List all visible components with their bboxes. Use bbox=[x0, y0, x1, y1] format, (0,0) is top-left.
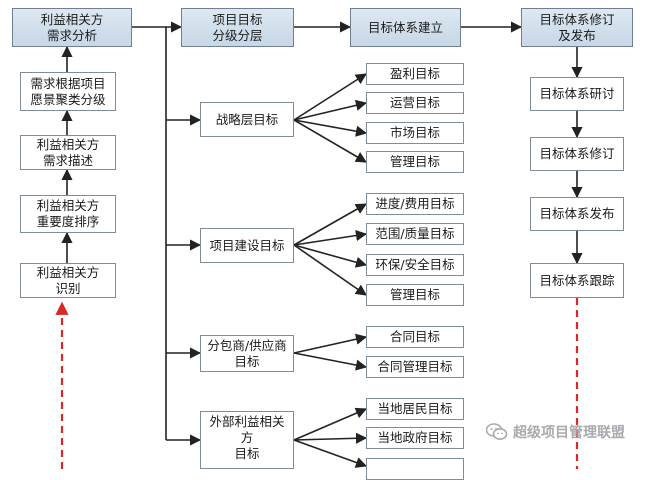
fan-construction-4 bbox=[293, 244, 367, 296]
external-stakeholder-goal-label: 外部利益相关 方 目标 bbox=[209, 414, 285, 461]
fan-external-1 bbox=[293, 407, 368, 441]
goal-item-label: 管理目标 bbox=[389, 287, 440, 302]
subcontractor-goal-box: 分包商/供应商 目标 bbox=[200, 335, 294, 372]
system-release-header: 目标体系修订 及发布 bbox=[521, 8, 633, 47]
goal-item-label: 当地政府目标 bbox=[377, 430, 453, 445]
goal-item: 环保/安全目标 bbox=[366, 254, 464, 276]
goal-item: 管理目标 bbox=[366, 284, 464, 306]
fan-subcontractor-1 bbox=[293, 333, 368, 354]
system-discussion-label: 目标体系研讨 bbox=[539, 86, 615, 101]
goal-item: 当地居民目标 bbox=[366, 398, 464, 420]
goal-hierarchy-label: 项目目标 分级分层 bbox=[212, 11, 263, 43]
construction-goal-box: 项目建设目标 bbox=[200, 228, 294, 263]
needs-description-box: 利益相关方 需求描述 bbox=[20, 135, 116, 170]
system-establish-label: 目标体系建立 bbox=[367, 19, 443, 35]
watermark-text: 超级项目管理联盟 bbox=[513, 425, 625, 441]
system-tracking-box: 目标体系跟踪 bbox=[530, 263, 624, 298]
goal-item: 管理目标 bbox=[366, 151, 464, 173]
system-establish-header: 目标体系建立 bbox=[350, 8, 461, 47]
subcontractor-goal-label: 分包商/供应商 目标 bbox=[207, 337, 287, 369]
construction-goal-label: 项目建设目标 bbox=[209, 237, 285, 253]
strategic-goal-label: 战略层目标 bbox=[215, 111, 279, 127]
needs-description-label: 利益相关方 需求描述 bbox=[36, 136, 100, 168]
importance-ranking-box: 利益相关方 重要度排序 bbox=[20, 195, 116, 233]
goal-item: 范围/质量目标 bbox=[366, 223, 464, 245]
wechat-icon bbox=[486, 423, 508, 440]
goal-item: 合同目标 bbox=[366, 326, 464, 348]
needs-clustering-label: 需求根据项目 愿景聚类分级 bbox=[30, 75, 106, 107]
goal-item: 盈利目标 bbox=[366, 63, 464, 85]
goal-item: 运营目标 bbox=[366, 92, 464, 114]
fan-construction-3 bbox=[293, 244, 368, 268]
goal-item-label: 管理目标 bbox=[389, 154, 440, 169]
fan-strategic-4 bbox=[293, 119, 367, 163]
stakeholder-identification-box: 利益相关方 识别 bbox=[20, 263, 116, 298]
goal-item-label: 合同目标 bbox=[389, 329, 440, 344]
goal-item: 当地政府目标 bbox=[366, 427, 464, 449]
goal-item: 合同管理目标 bbox=[366, 356, 464, 378]
system-discussion-box: 目标体系研讨 bbox=[530, 77, 624, 111]
fan-construction-1 bbox=[293, 203, 367, 246]
fan-strategic-2 bbox=[293, 99, 368, 121]
system-publish-box: 目标体系发布 bbox=[530, 197, 624, 231]
strategic-goal-box: 战略层目标 bbox=[200, 102, 294, 137]
goal-item: 市场目标 bbox=[366, 122, 464, 144]
stakeholder-identification-label: 利益相关方 识别 bbox=[36, 264, 100, 296]
stakeholder-needs-analysis: 利益相关方 需求分析 bbox=[12, 8, 132, 47]
system-revision-box: 目标体系修订 bbox=[530, 137, 624, 171]
fan-subcontractor-2 bbox=[293, 352, 368, 371]
fan-construction-2 bbox=[293, 229, 368, 246]
fan-strategic-1 bbox=[293, 73, 367, 121]
goal-item-label: 运营目标 bbox=[389, 95, 440, 110]
needs-clustering-box: 需求根据项目 愿景聚类分级 bbox=[20, 72, 116, 111]
system-publish-label: 目标体系发布 bbox=[539, 206, 615, 221]
goal-item-partial bbox=[366, 458, 464, 480]
goal-item: 进度/费用目标 bbox=[366, 193, 464, 215]
goal-item-label: 进度/费用目标 bbox=[375, 196, 455, 211]
flow-diagram: 利益相关方 需求分析 需求根据项目 愿景聚类分级 利益相关方 需求描述 利益相关… bbox=[12, 8, 633, 480]
goal-item-label: 环保/安全目标 bbox=[375, 257, 455, 272]
system-revision-label: 目标体系修订 bbox=[539, 146, 615, 161]
goal-item-label: 当地居民目标 bbox=[377, 401, 453, 416]
fan-external-2 bbox=[293, 432, 368, 444]
goal-item-label: 合同管理目标 bbox=[377, 359, 453, 374]
external-stakeholder-goal-box: 外部利益相关 方 目标 bbox=[200, 411, 294, 469]
connector-layer bbox=[55, 21, 583, 469]
stakeholder-needs-analysis-label: 利益相关方 需求分析 bbox=[40, 11, 104, 43]
goal-item-label: 盈利目标 bbox=[389, 66, 440, 81]
fan-strategic-3 bbox=[293, 119, 368, 137]
importance-ranking-label: 利益相关方 重要度排序 bbox=[36, 198, 100, 229]
goal-hierarchy-header: 项目目标 分级分层 bbox=[181, 8, 294, 47]
goal-item-label: 市场目标 bbox=[389, 125, 440, 140]
system-release-label: 目标体系修订 及发布 bbox=[539, 11, 615, 43]
goal-item-label: 范围/质量目标 bbox=[375, 226, 455, 241]
watermark: 超级项目管理联盟 bbox=[486, 422, 625, 442]
fan-external-3 bbox=[293, 439, 368, 468]
system-tracking-label: 目标体系跟踪 bbox=[539, 272, 615, 288]
